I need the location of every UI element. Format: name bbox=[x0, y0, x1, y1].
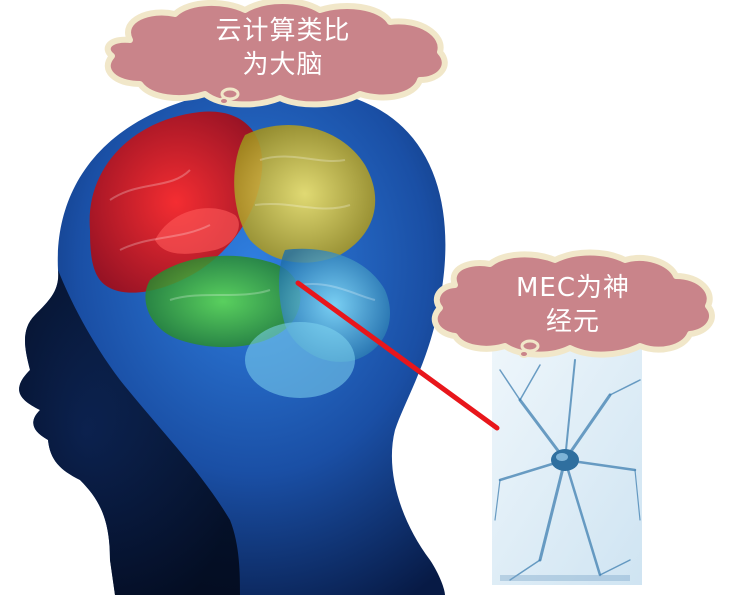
neuron-image bbox=[492, 345, 642, 585]
callout-1-line-2: 为大脑 bbox=[168, 48, 398, 82]
callout-2-line-1: MEC为神 bbox=[478, 271, 668, 305]
callout-2-line-2: 经元 bbox=[478, 305, 668, 339]
callout-1-line-1: 云计算类比 bbox=[168, 14, 398, 48]
callout-2-text: MEC为神 经元 bbox=[478, 271, 668, 339]
callout-1-text: 云计算类比 为大脑 bbox=[168, 14, 398, 82]
